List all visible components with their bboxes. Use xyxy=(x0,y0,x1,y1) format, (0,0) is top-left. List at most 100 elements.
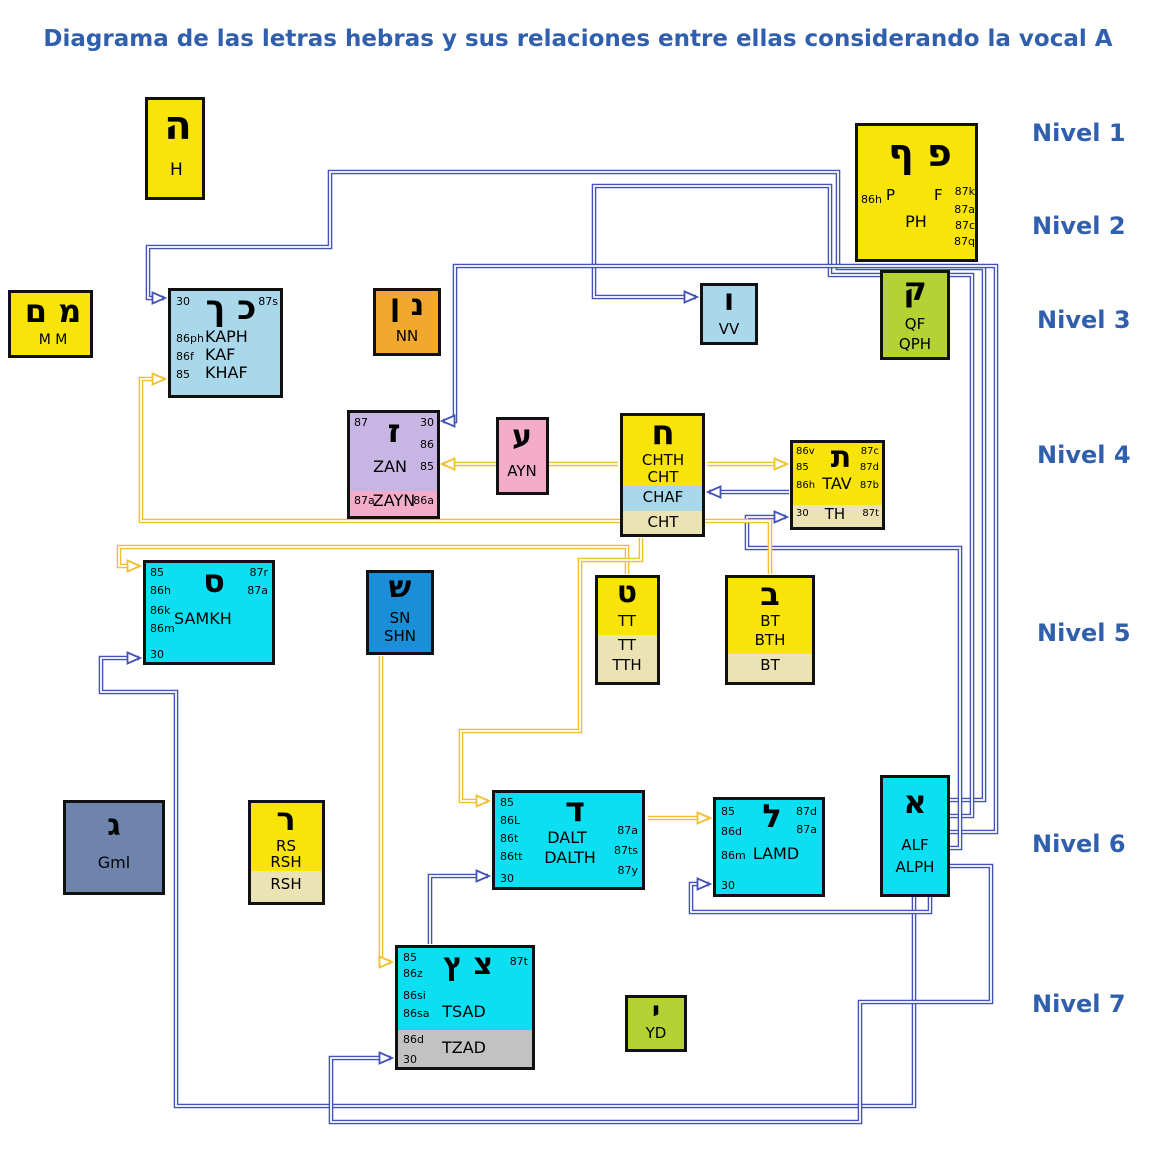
bt-name-label: BT xyxy=(760,656,780,674)
lamd-name-label: LAMD xyxy=(752,844,800,863)
dalt-name-label: DALTH xyxy=(544,848,596,867)
rsh-name-label: RSH xyxy=(270,853,302,871)
lamd-code-label: 87d xyxy=(796,805,817,818)
ph-name-label: PH xyxy=(905,212,927,231)
level-label-2: Nivel 2 xyxy=(1032,212,1126,240)
zan-section xyxy=(350,491,437,516)
connector-chth-to-dalt xyxy=(458,538,644,801)
bt-name-label: BTH xyxy=(754,631,786,649)
tsad-code-label: 86d xyxy=(403,1033,424,1046)
lamd-hebrew-glyph: ל xyxy=(762,797,782,835)
page-title: Diagrama de las letras hebras y sus rela… xyxy=(43,26,1113,52)
shn-name-label: SN xyxy=(389,609,411,627)
tt-name-label: TTH xyxy=(612,656,642,674)
kaph-code-label: 86ph xyxy=(176,332,204,345)
tsad-code-label: 86sa xyxy=(403,1007,430,1020)
dalt-hebrew-glyph: ד xyxy=(565,790,585,830)
dalt-name-label: DALT xyxy=(547,828,587,847)
ph-code-label: 87a xyxy=(954,203,975,216)
tav-code-label: 30 xyxy=(796,508,809,519)
kaph-name-label: KAF xyxy=(205,345,236,364)
dalt-code-label: 86L xyxy=(500,814,521,827)
qph-name-label: QPH xyxy=(898,335,932,353)
tav-code-label: 85 xyxy=(796,462,809,473)
shn-name-label: SHN xyxy=(383,627,417,645)
dalt-code-label: 87y xyxy=(617,864,638,877)
chth-name-label: CHAF xyxy=(642,488,684,506)
zan-name-label: ZAYN xyxy=(372,491,416,510)
gml-hebrew-glyph: ג xyxy=(107,808,121,843)
zan-code-label: 86a xyxy=(413,494,434,507)
level-label-7: Nivel 7 xyxy=(1032,990,1126,1018)
kaph-code-label: 87s xyxy=(258,295,278,308)
tav-code-label: 87d xyxy=(859,462,879,473)
h-hebrew-glyph: ה xyxy=(164,103,192,149)
mm-hebrew-glyph: ם מ xyxy=(24,292,82,330)
lamd-code-label: 87a xyxy=(796,823,817,836)
gml-name-label: Gml xyxy=(97,853,131,872)
tsad-code-label: 85 xyxy=(403,951,417,964)
zan-code-label: 86 xyxy=(420,438,434,451)
rsh-hebrew-glyph: ר xyxy=(276,800,296,838)
connector-alph-to-tzad xyxy=(328,863,994,1125)
kaph-name-label: KHAF xyxy=(205,363,248,382)
kaph-name-label: KAPH xyxy=(205,327,248,346)
connector-alph-to-kaph xyxy=(145,169,987,803)
alph-hebrew-glyph: א xyxy=(903,783,927,821)
shn-hebrew-glyph: ש xyxy=(388,570,412,605)
dalt-code-label: 87ts xyxy=(613,844,638,857)
alph-name-label: ALPH xyxy=(895,858,935,876)
tt-section xyxy=(598,635,657,682)
tav-code-label: 86h xyxy=(796,480,816,491)
connector-alph-to-zan xyxy=(443,263,999,835)
samkh-code-label: 87r xyxy=(249,566,268,579)
kaph-hebrew-glyph: ך כ xyxy=(205,288,257,328)
h-name-label: H xyxy=(170,160,183,180)
chth-section xyxy=(623,486,702,511)
dalt-code-label: 86t xyxy=(500,832,519,845)
lamd-code-label: 86m xyxy=(721,849,746,862)
tav-name-label: TAV xyxy=(822,474,852,493)
connector-shn-to-tsad xyxy=(381,656,391,962)
tav-name-label: TH xyxy=(824,505,846,523)
kaph-code-label: 86f xyxy=(176,350,194,363)
tsad-code-label: 87t xyxy=(509,955,528,968)
ph-code-label: 86h xyxy=(861,193,882,206)
dalt-code-label: 86tt xyxy=(500,850,523,863)
dalt-code-label: 85 xyxy=(500,796,514,809)
zan-code-label: 87 xyxy=(354,416,368,429)
zan-code-label: 30 xyxy=(420,416,434,429)
level-label-3: Nivel 3 xyxy=(1037,306,1131,334)
nn-name-label: NN xyxy=(395,327,419,345)
tav-hebrew-glyph: ת xyxy=(830,440,852,475)
tav-code-label: 87c xyxy=(860,446,879,457)
gml-box: ג Gml xyxy=(63,800,165,895)
samkh-hebrew-glyph: ס xyxy=(203,562,225,600)
connector-alph-to-tav xyxy=(744,517,963,851)
nn-hebrew-glyph: ן נ xyxy=(389,288,425,323)
samkh-code-label: 87a xyxy=(247,584,268,597)
chth-section xyxy=(623,511,702,534)
tsad-name-label: TSAD xyxy=(442,1002,486,1021)
samkh-code-label: 86h xyxy=(150,584,171,597)
chth-name-label: CHTH xyxy=(641,451,685,469)
samkh-code-label: 86k xyxy=(150,604,171,617)
bt-hebrew-glyph: ב xyxy=(760,575,780,613)
kaph-code-label: 30 xyxy=(176,295,190,308)
lamd-code-label: 85 xyxy=(721,805,735,818)
nn-box: ן נ NN xyxy=(373,288,441,356)
chth-hebrew-glyph: ח xyxy=(651,413,675,453)
zan-code-label: 85 xyxy=(420,460,434,473)
chth-name-label: CHT xyxy=(647,468,679,486)
